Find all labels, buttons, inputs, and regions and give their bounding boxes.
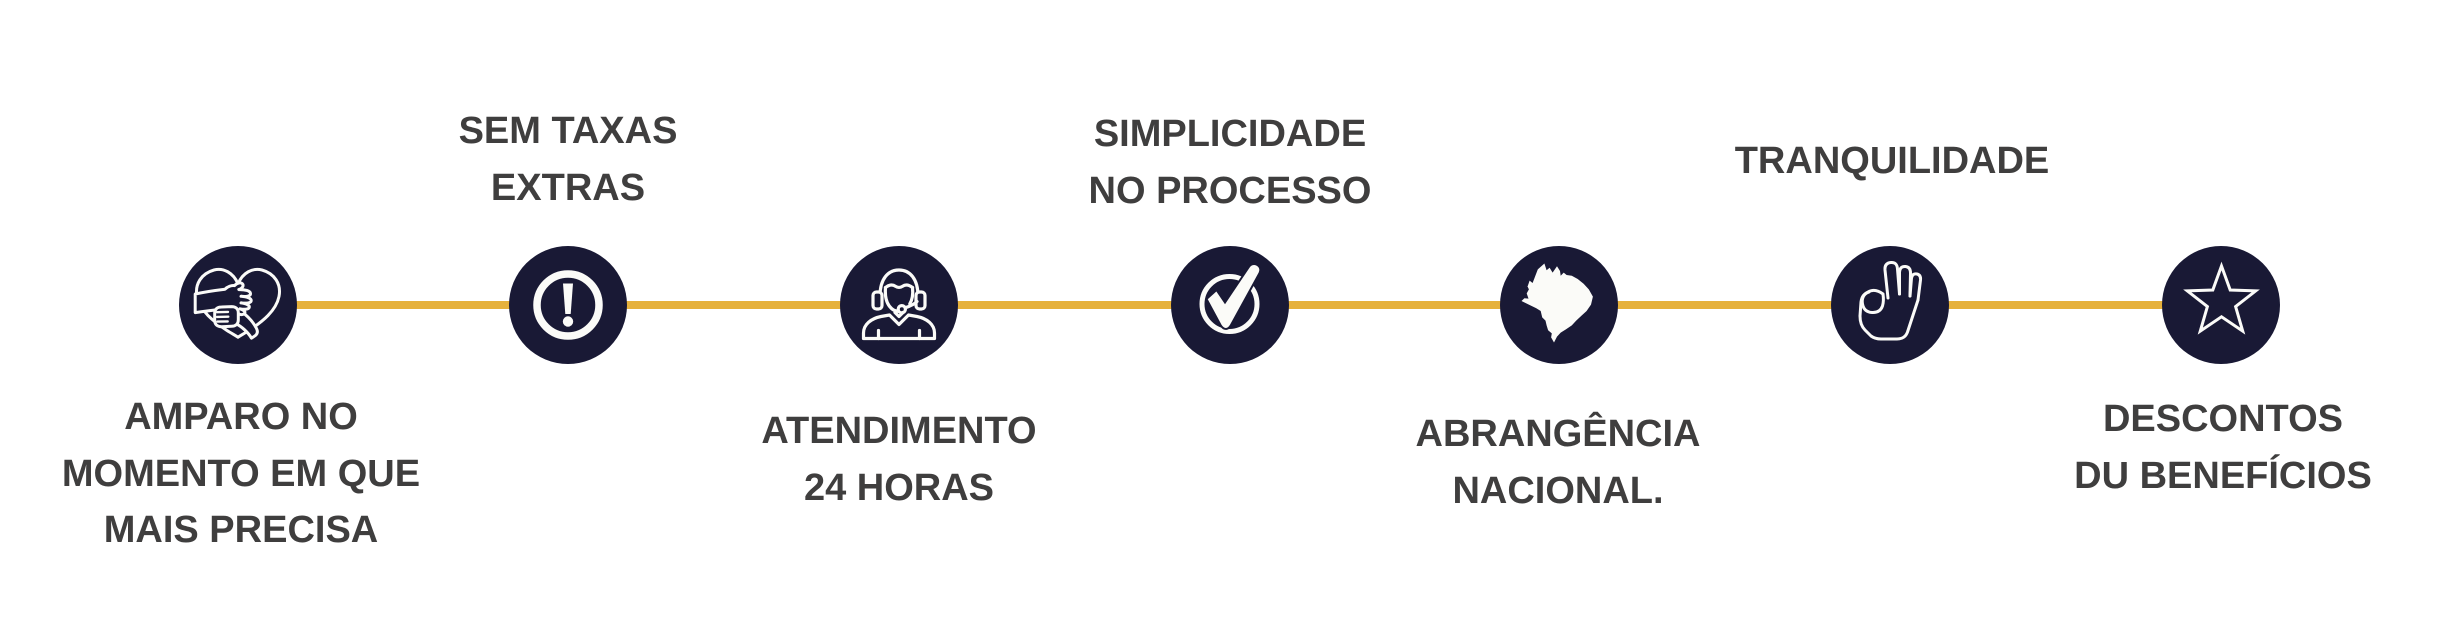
timeline-node-sem-taxas (509, 246, 627, 364)
support-headset-icon (861, 268, 937, 341)
timeline-node-tranquilidade (1831, 246, 1949, 364)
timeline-label-simplicidade: SIMPLICIDADE NO PROCESSO (1088, 113, 1372, 212)
exclamation-circle-icon (533, 270, 603, 340)
timeline-label-descontos: DESCONTOS DU BENEFÍCIOS (2074, 398, 2372, 497)
timeline-label-amparo: AMPARO NO MOMENTO EM QUE MAIS PRECISA (61, 396, 421, 551)
timeline-label-abrangencia: ABRANGÊNCIA NACIONAL. (1415, 413, 1701, 512)
checkmark-circle-icon (1199, 262, 1262, 334)
timeline-node-amparo (179, 246, 297, 364)
timeline-label-sem-taxas: SEM TAXAS EXTRAS (458, 110, 678, 209)
brazil-map-icon (1521, 263, 1593, 343)
heart-in-hands-icon (193, 267, 281, 340)
timeline-label-atendimento: ATENDIMENTO 24 HORAS (761, 410, 1037, 509)
timeline-node-abrangencia (1500, 246, 1618, 364)
ok-hand-icon (1858, 260, 1923, 341)
star-outline-icon (2183, 261, 2260, 335)
timeline-label-tranquilidade: TRANQUILIDADE (1734, 140, 2050, 182)
timeline-node-descontos (2162, 246, 2280, 364)
timeline-node-simplicidade (1171, 246, 1289, 364)
timeline-node-atendimento (840, 246, 958, 364)
